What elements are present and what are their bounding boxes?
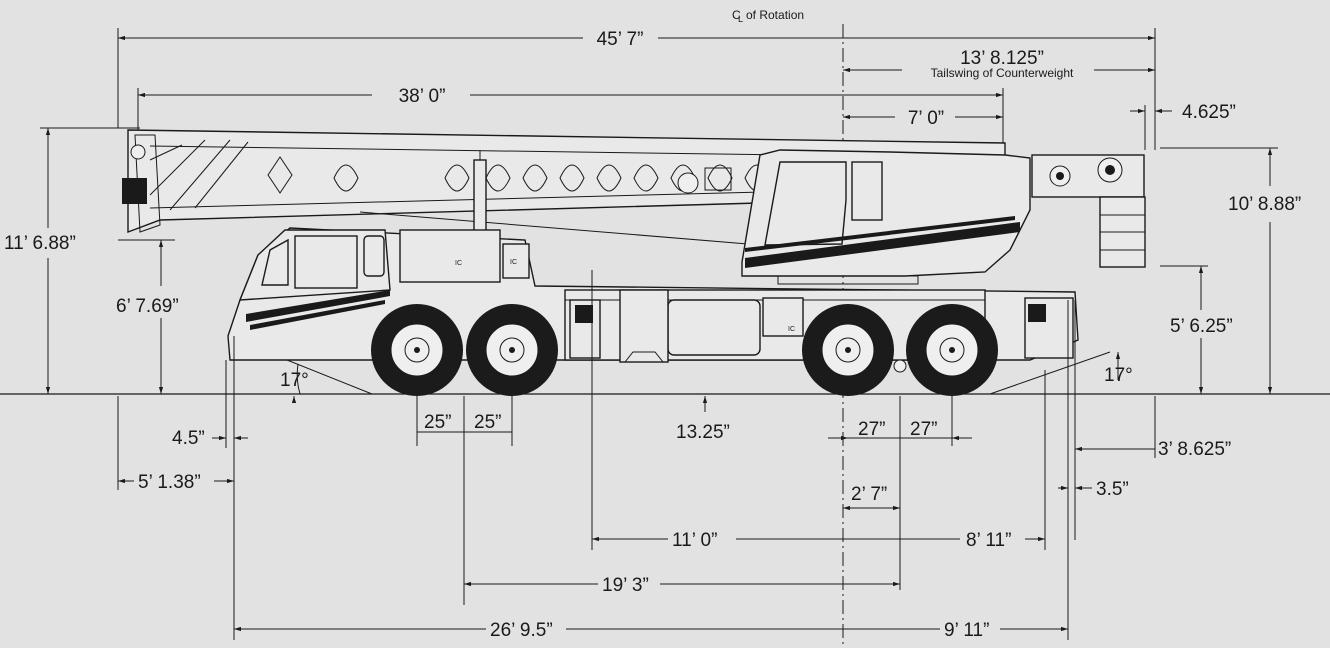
carrier-cab: IC IC <box>238 229 530 330</box>
cl-of-rotation-label: C L of Rotation <box>732 8 804 24</box>
span-9-11-label: 9’ 11” <box>944 620 989 641</box>
rear-angle-label: 17° <box>1104 365 1133 386</box>
rear-offset-label: 4.625” <box>1182 102 1236 123</box>
rear-departure-angle: 17° <box>989 351 1133 395</box>
dim-26-9-and-9-11: 26’ 9.5” 9’ 11” <box>234 620 1068 641</box>
rear-3-5-label: 3.5” <box>1096 479 1129 500</box>
dim-boom-length: 38’ 0” <box>137 86 1004 150</box>
cab-badge-b: IC <box>510 259 517 266</box>
cab-badge-c: IC <box>788 326 795 333</box>
rear-3-8-label: 3’ 8.625” <box>1158 439 1231 460</box>
wheel-4 <box>906 304 998 396</box>
dim-nose-height: 6’ 7.69” <box>116 239 179 394</box>
cl-sub: L <box>738 14 743 24</box>
span-19-3-label: 19’ 3” <box>602 575 649 596</box>
front-4-5-label: 4.5” <box>172 428 205 449</box>
axle-rear-b-label: 27” <box>910 419 937 440</box>
dim-rear-offset: 4.625” <box>1130 102 1236 150</box>
overall-length-label: 45’ 7” <box>597 29 644 50</box>
span-8-11-label: 8’ 11” <box>966 530 1011 551</box>
cab-badge-a: IC <box>455 260 462 267</box>
cl-text: of Rotation <box>746 8 804 22</box>
cl-symbol: C <box>732 8 741 22</box>
wheel-2 <box>466 304 558 396</box>
dim-front-4-5: 4.5” <box>172 336 248 640</box>
right-height-label: 10’ 8.88” <box>1228 194 1301 215</box>
cl-offset-label: 2’ 7” <box>851 484 887 505</box>
clearance-label: 13.25” <box>676 422 730 443</box>
mid-axle-hub <box>893 359 907 373</box>
left-height-label: 11’ 6.88” <box>4 233 76 254</box>
dim-11-0-and-8-11: 11’ 0” 8’ 11” <box>591 270 1046 551</box>
counterweight <box>1031 154 1146 268</box>
cab-window <box>294 235 358 289</box>
wheel-1 <box>371 304 463 396</box>
dim-front-axles: 25” 25” <box>416 396 513 605</box>
wheel-3 <box>802 304 894 396</box>
tailswing-label: 13’ 8.125” <box>960 48 1044 69</box>
dim-left-height: 11’ 6.88” <box>4 127 140 394</box>
dim-boom-to-cl: 7’ 0” <box>843 108 1003 129</box>
dim-rear-3-5: 3.5” <box>1058 300 1129 640</box>
superstructure: IC <box>741 149 1031 333</box>
dim-rear-height: 5’ 6.25” <box>1160 265 1233 394</box>
boom-head-stripes <box>122 178 147 204</box>
tailswing-caption: Tailswing of Counterweight <box>931 66 1074 80</box>
axle-front-a-label: 25” <box>424 412 451 433</box>
outriggers <box>569 297 1074 359</box>
span-11-0-label: 11’ 0” <box>672 530 717 551</box>
front-angle-label: 17° <box>280 370 309 391</box>
axle-front-b-label: 25” <box>474 412 501 433</box>
crane-vehicle: IC IC IC <box>122 129 1146 396</box>
dim-19-3: 19’ 3” <box>464 575 900 596</box>
dim-clearance: 13.25” <box>676 396 730 443</box>
span-26-9-label: 26’ 9.5” <box>490 620 553 641</box>
boom-length-label: 38’ 0” <box>399 86 446 107</box>
front-overhang-label: 5’ 1.38” <box>138 472 201 493</box>
super-stripe <box>745 222 1020 268</box>
dim-cl-offset: 2’ 7” <box>843 484 900 511</box>
dim-right-height: 10’ 8.88” <box>1160 147 1301 394</box>
dim-rear-axles: 27” 27” <box>828 396 972 590</box>
boom-sheave <box>130 144 146 160</box>
cab-stripe <box>246 290 390 322</box>
dim-rear-3-8: 3’ 8.625” <box>1074 300 1231 540</box>
dim-tailswing: 13’ 8.125” Tailswing of Counterweight <box>843 48 1155 80</box>
nose-height-label: 6’ 7.69” <box>116 296 179 317</box>
dim-overall-length: 45’ 7” <box>117 28 1156 150</box>
operator-cab-window <box>764 161 847 246</box>
axle-rear-a-label: 27” <box>858 419 885 440</box>
boom-to-cl-label: 7’ 0” <box>908 108 944 129</box>
dim-front-overhang: 5’ 1.38” <box>117 396 234 493</box>
rear-height-label: 5’ 6.25” <box>1170 316 1233 337</box>
